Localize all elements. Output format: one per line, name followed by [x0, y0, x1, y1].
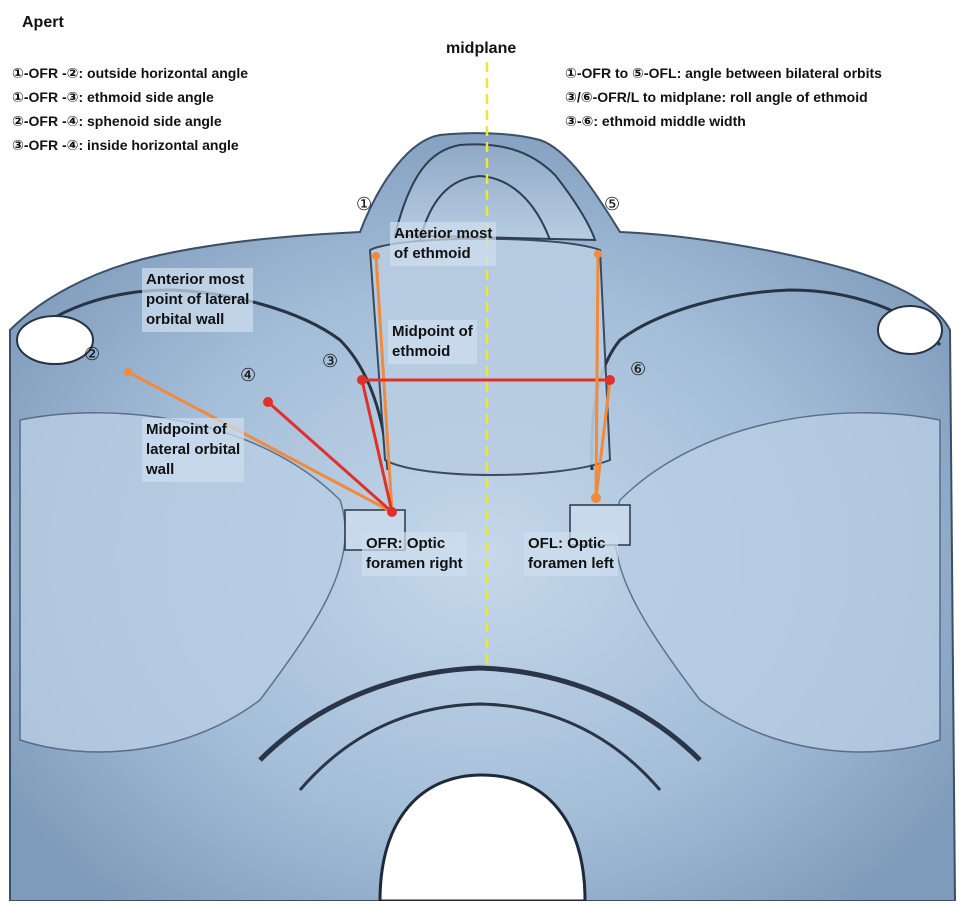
point-ofr [387, 507, 397, 517]
legend-right-3: ③-⑥: ethmoid middle width [565, 112, 746, 130]
left-temporal-fossa [878, 306, 942, 354]
label-midpoint-lateral-wall-line2: lateral orbital [146, 440, 240, 460]
figure-title: Apert [22, 14, 64, 32]
label-anterior-ethmoid: Anterior most of ethmoid [390, 222, 496, 266]
marker-5: ⑤ [604, 195, 620, 213]
marker-6: ⑥ [630, 360, 646, 378]
line-5-ofl [596, 254, 598, 498]
label-anterior-ethmoid-line2: of ethmoid [394, 244, 492, 264]
label-midpoint-lateral-wall: Midpoint of lateral orbital wall [142, 418, 244, 482]
label-midpoint-ethmoid-line1: Midpoint of [392, 322, 473, 342]
point-3 [357, 375, 367, 385]
point-1 [372, 252, 380, 260]
label-midpoint-ethmoid-line2: ethmoid [392, 342, 473, 362]
label-midpoint-lateral-wall-line3: wall [146, 460, 240, 480]
point-5 [594, 250, 602, 258]
legend-left-1: ①-OFR -②: outside horizontal angle [12, 64, 248, 82]
legend-left-2: ①-OFR -③: ethmoid side angle [12, 88, 214, 106]
label-anterior-ethmoid-line1: Anterior most [394, 224, 492, 244]
legend-left-4: ③-OFR -④: inside horizontal angle [12, 136, 239, 154]
label-ofr: OFR: Optic foramen right [362, 532, 467, 576]
midplane-label: midplane [446, 40, 516, 58]
label-anterior-lateral-wall-line2: point of lateral [146, 290, 249, 310]
marker-3: ③ [322, 352, 338, 370]
legend-left-3: ②-OFR -④: sphenoid side angle [12, 112, 222, 130]
legend-right-2: ③/⑥-OFR/L to midplane: roll angle of eth… [565, 88, 868, 106]
marker-2: ② [84, 345, 100, 363]
label-ofl-line1: OFL: Optic [528, 534, 614, 554]
point-4 [263, 397, 273, 407]
point-6 [605, 375, 615, 385]
point-ofl [591, 493, 601, 503]
marker-4: ④ [240, 366, 256, 384]
right-temporal-fossa [17, 316, 93, 364]
legend-right-1: ①-OFR to ⑤-OFL: angle between bilateral … [565, 64, 882, 82]
label-anterior-lateral-wall-line3: orbital wall [146, 310, 249, 330]
marker-1: ① [356, 195, 372, 213]
label-ofl: OFL: Optic foramen left [524, 532, 618, 576]
label-ofr-line1: OFR: Optic [366, 534, 463, 554]
label-ofl-line2: foramen left [528, 554, 614, 574]
point-2 [124, 368, 132, 376]
label-ofr-line2: foramen right [366, 554, 463, 574]
label-midpoint-lateral-wall-line1: Midpoint of [146, 420, 240, 440]
label-anterior-lateral-wall-line1: Anterior most [146, 270, 249, 290]
label-anterior-lateral-wall: Anterior most point of lateral orbital w… [142, 268, 253, 332]
label-midpoint-ethmoid: Midpoint of ethmoid [388, 320, 477, 364]
